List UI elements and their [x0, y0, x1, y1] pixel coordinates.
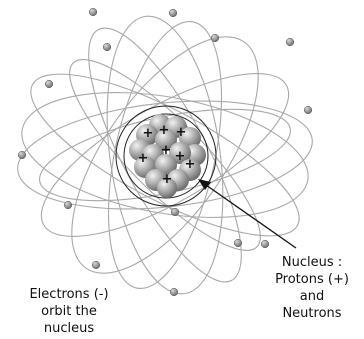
inner-shells: [115, 105, 217, 207]
orbit: [106, 15, 224, 295]
inner-shell: [115, 105, 217, 207]
electron: [168, 8, 178, 18]
electron: [210, 33, 220, 43]
electron: [91, 260, 101, 270]
electron: [303, 105, 313, 115]
proton-plus-icon: +: [161, 143, 172, 158]
orbit: [71, 36, 259, 274]
proton-plus-icon: +: [143, 126, 154, 141]
electron-label-line: orbit the: [41, 304, 97, 319]
electron-label-line: nucleus: [43, 321, 95, 336]
electron: [169, 287, 179, 297]
proton-plus-icon: +: [185, 157, 196, 172]
electron: [17, 150, 27, 160]
nucleus-label: Nucleus : Protons (+) and Neutrons: [262, 254, 362, 322]
proton-plus-icon: +: [175, 149, 186, 164]
proton-plus-icon: +: [159, 123, 170, 138]
nucleus: [129, 114, 206, 198]
nucleus-label-line: Neutrons: [282, 306, 342, 321]
proton-symbols: + + + + + + + +: [138, 123, 196, 187]
nucleus-label-line: Nucleus :: [281, 255, 343, 270]
electron: [285, 37, 295, 47]
nucleus-arrow: [198, 179, 297, 249]
orbit: [30, 73, 300, 237]
nucleon: [157, 178, 177, 198]
proton-plus-icon: +: [138, 151, 149, 166]
electron: [102, 42, 112, 52]
electron: [233, 238, 243, 248]
proton-plus-icon: +: [162, 172, 173, 187]
arrowhead-icon: [198, 179, 211, 190]
electron: [44, 79, 54, 89]
electron-label: Electrons (-) orbit the nucleus: [14, 286, 124, 337]
electron: [63, 200, 73, 210]
orbit: [21, 92, 309, 218]
electron: [88, 7, 98, 17]
proton-plus-icon: +: [176, 125, 187, 140]
electron: [170, 207, 180, 217]
nucleon: [155, 129, 177, 151]
electrons: [17, 7, 313, 297]
electron: [260, 239, 270, 249]
orbit: [40, 73, 290, 237]
nucleus-label-line: and: [299, 289, 325, 304]
electron-label-line: Electrons (-): [29, 287, 109, 302]
arrow-line: [205, 184, 297, 249]
inner-shell: [123, 113, 209, 199]
nucleus-label-line: Protons (+): [275, 272, 349, 287]
orbit: [107, 21, 223, 289]
